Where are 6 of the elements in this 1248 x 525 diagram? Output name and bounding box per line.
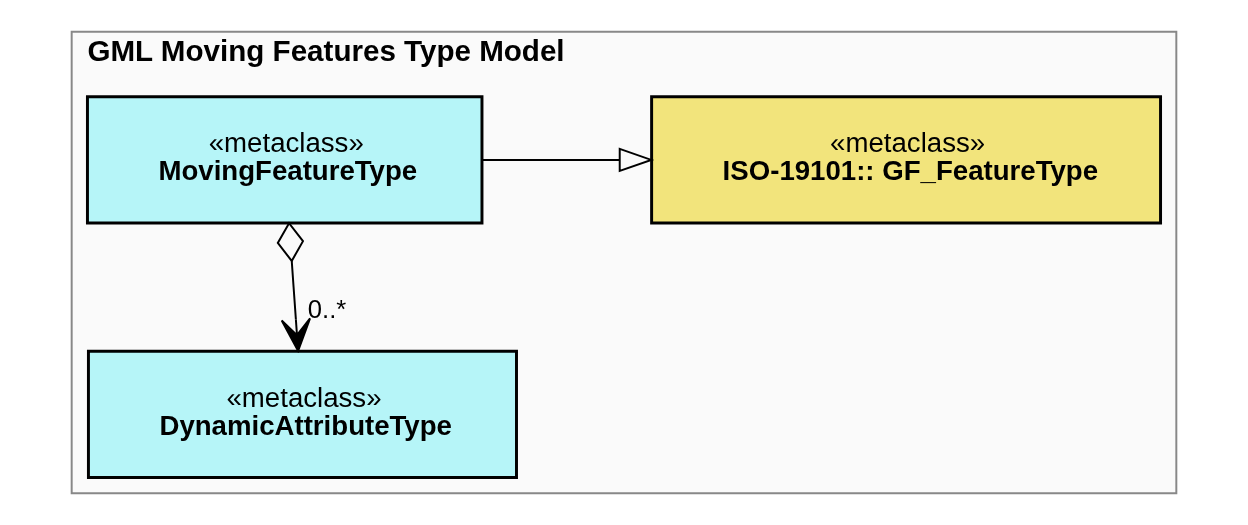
arrow xyxy=(276,221,312,352)
node-box: «metaclass» ISO-19101:: GF_FeatureType xyxy=(650,95,1163,225)
node-box: «metaclass» MovingFeatureType xyxy=(85,95,484,225)
arrow xyxy=(481,147,655,173)
edge-label: 0..* xyxy=(307,294,347,323)
node-box: «metaclass» DynamicAttributeType xyxy=(86,349,518,479)
